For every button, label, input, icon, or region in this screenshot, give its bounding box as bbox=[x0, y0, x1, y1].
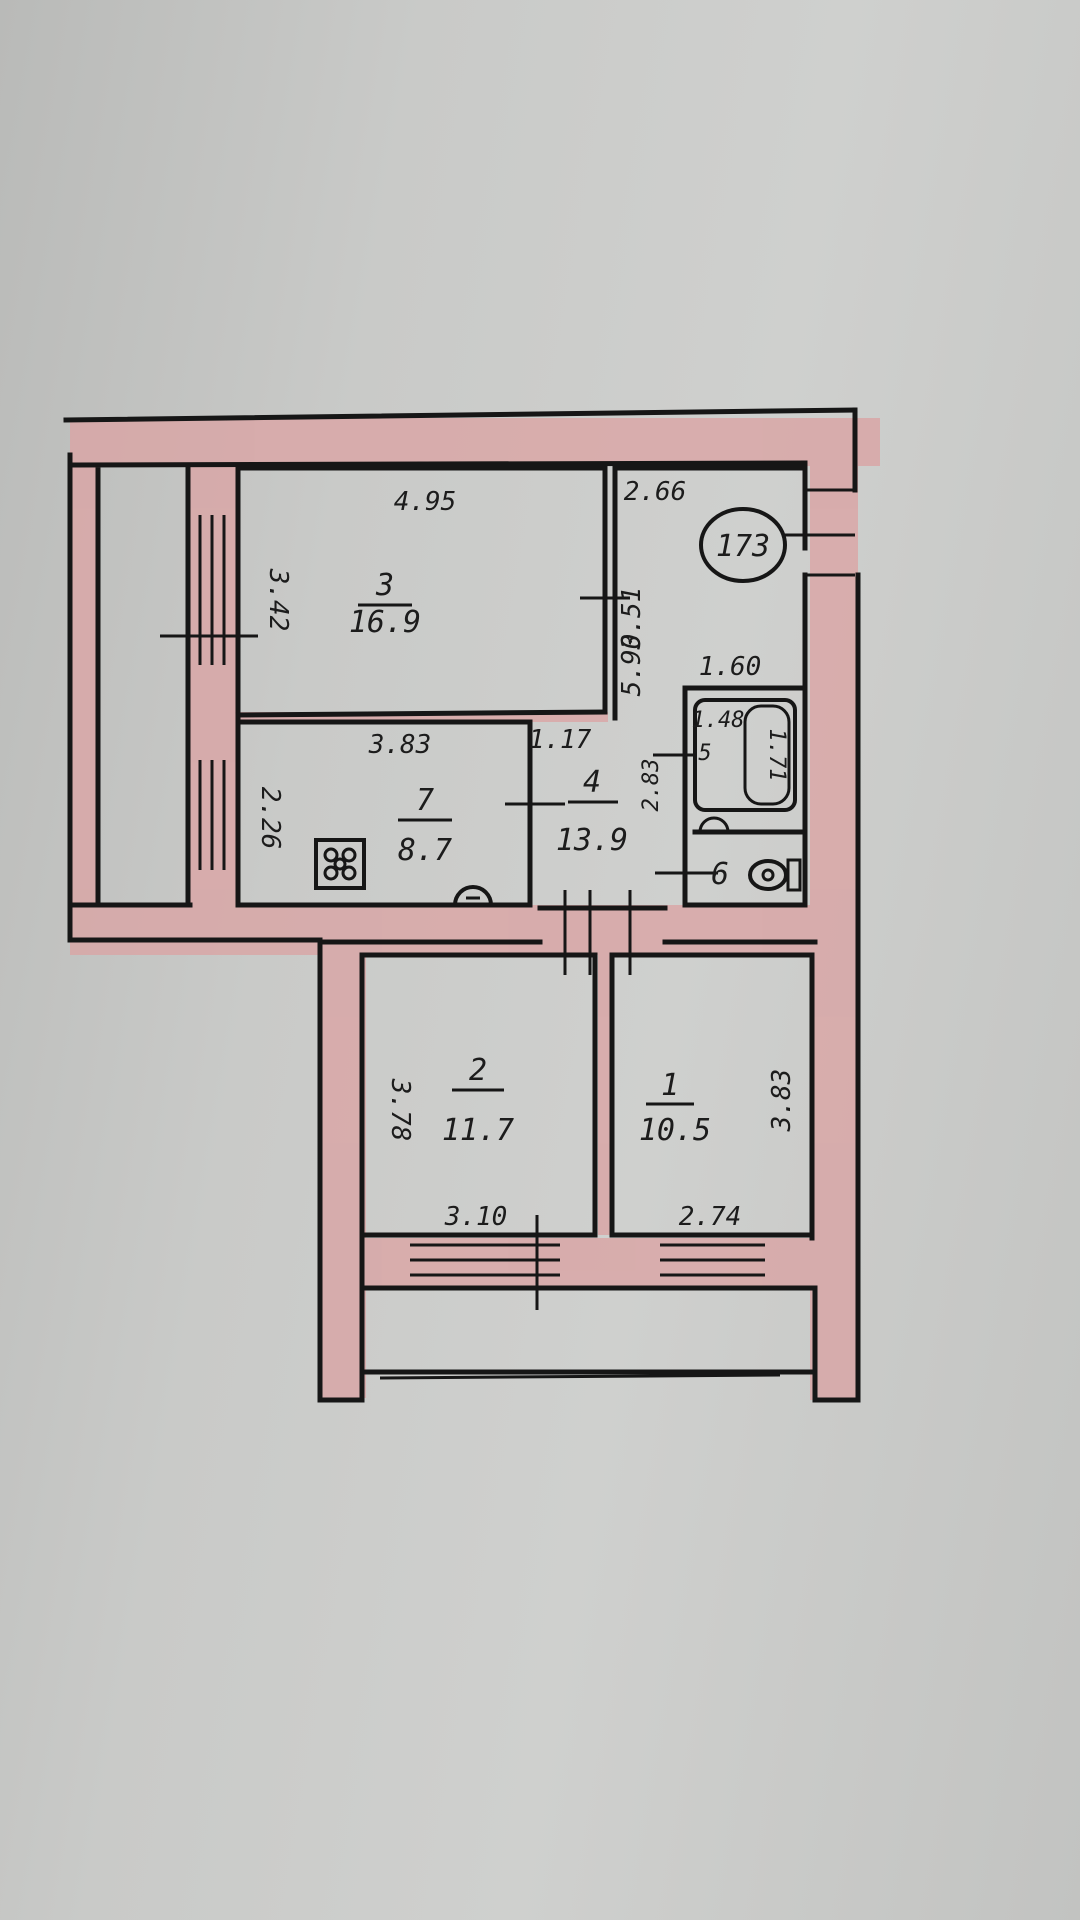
room-5: 1.60 1.48 5 1.71 bbox=[692, 652, 789, 781]
room-2-height: 3.78 bbox=[385, 1078, 415, 1142]
room-6-number: 6 bbox=[711, 857, 729, 892]
room-3-height: 3.42 bbox=[263, 568, 293, 632]
room-5-side: 1.71 bbox=[764, 729, 789, 782]
room-4-side: 2.83 bbox=[639, 759, 664, 812]
room-2-number: 2 bbox=[469, 1053, 487, 1088]
room-2-width: 3.10 bbox=[444, 1202, 508, 1232]
room-4-area: 13.9 bbox=[556, 823, 628, 858]
room-5-inner: 1.48 bbox=[692, 708, 745, 733]
washbasin-icon bbox=[698, 816, 730, 833]
wall-fills bbox=[68, 418, 880, 1400]
windows bbox=[160, 488, 855, 1380]
room-4-length: 5.90 bbox=[617, 634, 647, 697]
room-7-height: 2.26 bbox=[255, 787, 285, 850]
room-4: 2.66 1.17 5.90 3.51 2.83 4 13.9 bbox=[529, 477, 687, 858]
room-1-area: 10.5 bbox=[639, 1113, 711, 1148]
room-2-area: 11.7 bbox=[442, 1113, 514, 1148]
room-7-number: 7 bbox=[416, 783, 434, 818]
room-4-number: 4 bbox=[583, 765, 601, 800]
toilet-icon bbox=[748, 858, 802, 892]
leader-ticks bbox=[505, 596, 718, 875]
room-7-area: 8.7 bbox=[398, 833, 452, 868]
room-4-extra: 3.51 bbox=[617, 587, 647, 651]
apartment-number-badge: 173 bbox=[699, 507, 787, 583]
room-3: 4.95 3.42 3 16.9 bbox=[263, 487, 456, 640]
room-4-top: 2.66 bbox=[624, 477, 687, 507]
room-3-width: 4.95 bbox=[394, 487, 457, 517]
stove-icon bbox=[314, 838, 366, 890]
room-2: 2 11.7 3.78 3.10 bbox=[385, 1053, 514, 1232]
room-5-number: 5 bbox=[698, 741, 711, 766]
room-5-width: 1.60 bbox=[699, 652, 762, 682]
room-4-width: 1.17 bbox=[529, 725, 592, 755]
apartment-number: 173 bbox=[716, 529, 770, 564]
room-3-number: 3 bbox=[375, 568, 394, 603]
room-7-width: 3.83 bbox=[368, 730, 432, 760]
room-6: 6 bbox=[711, 857, 729, 892]
room-1-width: 2.74 bbox=[679, 1202, 742, 1232]
room-3-area: 16.9 bbox=[349, 605, 421, 640]
sink-icon bbox=[453, 885, 493, 906]
room-1: 1 10.5 3.83 2.74 bbox=[639, 1068, 797, 1232]
room-1-height: 3.83 bbox=[767, 1069, 797, 1133]
room-7: 3.83 2.26 7 8.7 bbox=[255, 730, 452, 868]
room-1-number: 1 bbox=[661, 1068, 679, 1103]
